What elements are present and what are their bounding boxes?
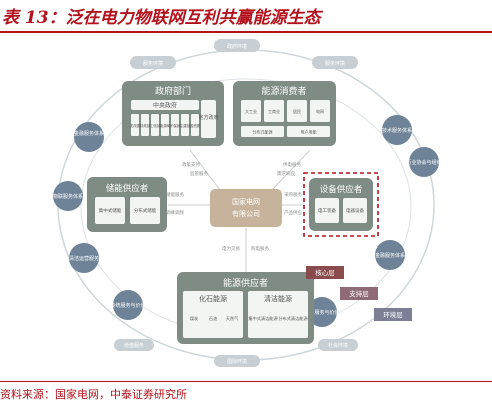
outer-bubble-left-lower-label: 清洁运营服务 xyxy=(69,255,99,262)
link-gov-2: 监管服务 xyxy=(190,170,208,177)
government-cell-2: 工信部 xyxy=(150,123,161,128)
center-node: 国家电网 有限公司 xyxy=(210,189,282,227)
outer-bubble-right-mid: 行业协会与组织 xyxy=(406,147,442,177)
consumer-cell-0: 大工业 xyxy=(245,108,257,114)
outer-bubble-left-lower: 清洁运营服务 xyxy=(69,243,99,273)
outer-bubble-right-lower: 金融服务体系 xyxy=(375,240,405,270)
storage-cell-1: 分布式储能 xyxy=(134,207,157,214)
outer-bubble-left-upper: 金融服务体系 xyxy=(74,122,104,152)
outer-bubble-left-mid: 物联服务体系 xyxy=(53,181,83,211)
government-cell-1: 财政部 xyxy=(140,123,151,128)
source-note: 资料来源：国家电网，中泰证券研究所 xyxy=(0,388,187,401)
government-cell-0: 发改委 xyxy=(130,123,141,128)
link-sto-2: 调峰调频 xyxy=(166,209,184,216)
government-cell-6: 国资委 xyxy=(190,123,201,128)
equipment-cell-0: 电工装备 xyxy=(318,207,336,214)
consumer-cell-4: 分布式能源 xyxy=(253,129,273,135)
consumer-node: 能源消费者 大工业 工商业 居民 电网 分布式能源 用户用能 xyxy=(233,81,336,146)
legend-environment: 环境层 xyxy=(374,308,412,321)
supplier-title: 能源供应者 xyxy=(223,277,268,289)
government-local: 地方政府 xyxy=(198,114,218,121)
link-equ-1: 采购服务 xyxy=(284,191,302,198)
outer-bubble-bottom-left2-label: 增值服务 xyxy=(124,342,144,349)
consumer-title: 能源消费者 xyxy=(261,85,306,97)
legend-support: 支持层 xyxy=(340,287,378,300)
outer-bubble-left-upper-label: 金融服务体系 xyxy=(74,130,104,137)
outer-bubble-bottom-right2-label: 服务服务与价值 xyxy=(304,309,339,316)
outer-bubble-right-upper-label: 技术服务体系 xyxy=(382,127,412,134)
equipment-cell-1: 电器设备 xyxy=(346,207,364,214)
link-sup-2: 购电服务 xyxy=(251,245,269,252)
equipment-node: 设备供应者 电工装备 电器设备 xyxy=(303,172,379,237)
footer-rule xyxy=(0,381,492,382)
government-central: 中央政府 xyxy=(153,102,177,110)
outer-bubble-right-upper: 技术服务体系 xyxy=(382,115,412,145)
consumer-cell-1: 工商业 xyxy=(268,108,280,114)
ecosystem-diagram: 政策支持 监管服务 供电服务 需求响应 储能服务 调峰调频 采购服务 产品供应 … xyxy=(53,39,442,367)
outer-bubble-bottom-right-label: 社会环境 xyxy=(328,342,348,349)
government-title: 政府部门 xyxy=(155,85,191,97)
outer-bubble-top-left: 服务环境 xyxy=(130,56,176,69)
link-sup-1: 电力交易 xyxy=(222,245,240,252)
legend-support-label: 支持层 xyxy=(349,289,369,298)
center-line1: 国家电网 xyxy=(232,197,260,206)
supplier-clean-cell-1: 分布式清洁能源 xyxy=(278,315,308,322)
title-rule xyxy=(0,31,492,33)
government-cell-5: 住建部 xyxy=(180,123,191,128)
outer-bubble-left-mid-label: 物联服务体系 xyxy=(53,193,83,200)
outer-bubble-bottom-left: 传统服务与价值 xyxy=(110,290,146,320)
page-title: 表 13：泛在电力物联网互利共赢能源生态 xyxy=(2,8,321,28)
supplier-clean-title: 清洁能源 xyxy=(264,294,292,303)
outer-bubble-top-left-label: 服务环境 xyxy=(143,60,163,67)
government-cell-4: 环保部 xyxy=(170,123,181,128)
outer-bubble-bottom-right2: 服务服务与价值 xyxy=(304,297,340,327)
consumer-cell-5: 用户用能 xyxy=(301,129,317,135)
connector-lines xyxy=(168,149,311,272)
outer-bubble-right-lower-label: 金融服务体系 xyxy=(375,252,405,259)
link-con-2: 需求响应 xyxy=(277,170,295,177)
outer-bubble-top-right: 服务环境 xyxy=(312,56,358,69)
supplier-node: 能源供应者 化石能源 煤炭 石油 天然气 清洁能源 集中式清洁能源 分布式清洁能… xyxy=(177,272,314,344)
outer-bubble-top-label: 政府环境 xyxy=(227,43,247,50)
title-bar: 表 13：泛在电力物联网互利共赢能源生态 xyxy=(0,0,492,34)
link-equ-2: 产品供应 xyxy=(284,209,302,216)
outer-bubble-bottom-left2: 增值服务 xyxy=(114,339,154,351)
outer-bubble-top-right-label: 服务环境 xyxy=(325,60,345,67)
outer-bubble-bottom: 国际环境 xyxy=(214,355,260,367)
legend-core-label: 核心层 xyxy=(315,268,335,277)
government-node: 政府部门 中央政府 地方政府 发改委 财政部 工信部 能源局 环保部 住建部 国… xyxy=(122,81,224,146)
legend-environment-label: 环境层 xyxy=(383,310,403,319)
link-con-1: 供电服务 xyxy=(283,161,301,168)
outer-bubble-bottom-right: 社会环境 xyxy=(318,339,358,351)
center-line2: 有限公司 xyxy=(232,209,260,218)
storage-node: 储能供应者 集中式储能 分布式储能 xyxy=(87,177,167,232)
supplier-fossil-title: 化石能源 xyxy=(199,294,227,303)
consumer-cell-3: 电网 xyxy=(316,108,324,114)
storage-cell-0: 集中式储能 xyxy=(99,207,122,214)
storage-title: 储能供应者 xyxy=(106,183,149,194)
supplier-fossil-cell-2: 天然气 xyxy=(226,315,239,322)
supplier-fossil-cell-1: 石油 xyxy=(209,315,217,322)
outer-bubble-bottom-label: 国际环境 xyxy=(227,358,247,365)
outer-bubble-top: 政府环境 xyxy=(214,39,260,52)
link-gov-1: 政策支持 xyxy=(182,161,200,168)
supplier-fossil-cell-0: 煤炭 xyxy=(190,315,198,322)
outer-bubble-bottom-left-label: 传统服务与价值 xyxy=(110,302,145,309)
legend-core: 核心层 xyxy=(306,266,344,279)
equipment-title: 设备供应者 xyxy=(320,184,363,195)
outer-bubble-right-mid-label: 行业协会与组织 xyxy=(406,159,441,166)
supplier-clean-cell-0: 集中式清洁能源 xyxy=(248,315,278,322)
government-cell-3: 能源局 xyxy=(160,123,171,128)
link-sto-1: 储能服务 xyxy=(166,191,184,198)
consumer-cell-2: 居民 xyxy=(293,109,301,114)
